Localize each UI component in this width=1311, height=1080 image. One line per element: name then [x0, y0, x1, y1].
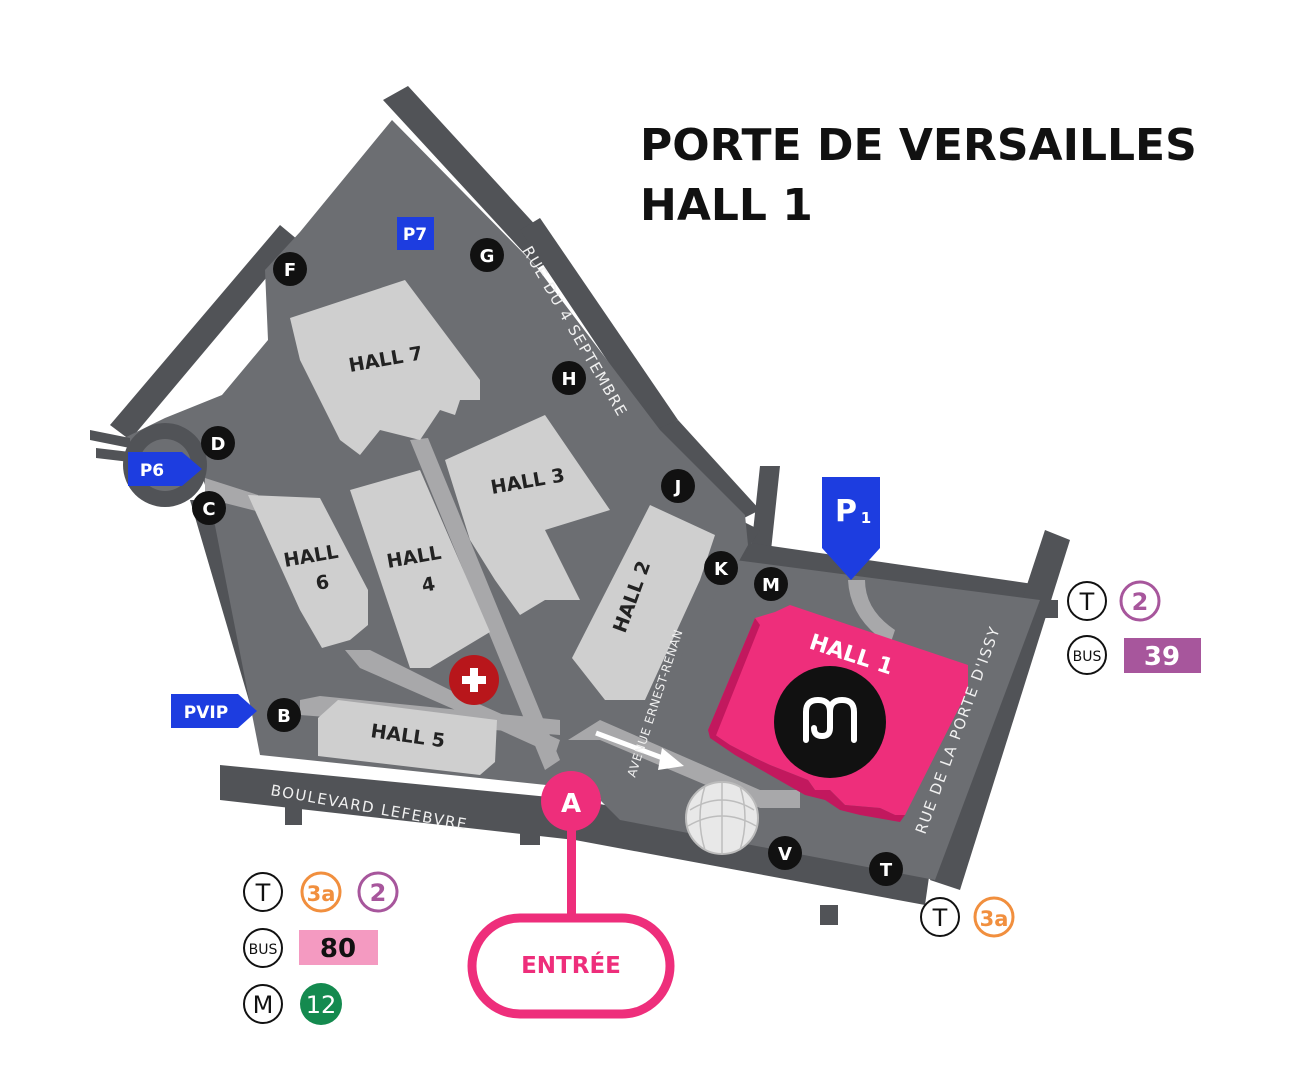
gate-v-label: V	[778, 844, 792, 865]
parking-p6-label: P6	[140, 461, 164, 481]
parking-p1[interactable]: P 1	[822, 477, 880, 580]
parking-pvip-label: PVIP	[184, 703, 228, 723]
m-logo-icon	[774, 666, 886, 778]
dome-icon	[685, 781, 759, 855]
parking-p6[interactable]: P6	[128, 452, 202, 486]
gate-k[interactable]: K	[704, 551, 738, 585]
page-title: PORTE DE VERSAILLES HALL 1	[640, 116, 1197, 236]
metro-line-12: 12	[306, 991, 337, 1019]
gate-m[interactable]: M	[754, 567, 788, 601]
gate-g[interactable]: G	[470, 238, 504, 272]
hall-3-building	[445, 415, 610, 615]
gate-a-label: A	[561, 789, 581, 819]
bus-icon: BUS	[1073, 649, 1102, 665]
entrance-marker[interactable]: A ENTRÉE	[467, 771, 675, 1019]
tram-line-2-2: 2	[370, 879, 387, 907]
parking-pvip[interactable]: PVIP	[171, 694, 257, 728]
gate-b-label: B	[277, 706, 291, 727]
title-line-2: HALL 1	[640, 180, 813, 231]
tram-line-3a: 3a	[980, 907, 1009, 931]
hall-6-label-line2: 6	[314, 571, 331, 595]
parking-p7[interactable]: P7	[397, 217, 434, 250]
transit-bottom-right: T 3a	[920, 896, 1015, 938]
gate-g-label: G	[480, 246, 495, 267]
transit-right: T 2 BUS 39	[1067, 580, 1201, 675]
tram-line-3a-2: 3a	[307, 882, 336, 906]
bus-line-39: 39	[1144, 642, 1180, 672]
gate-b[interactable]: B	[267, 698, 301, 732]
gate-t[interactable]: T	[869, 852, 903, 886]
hall-6-building	[248, 495, 368, 648]
gate-h[interactable]: H	[552, 361, 586, 395]
hall-4-building	[350, 470, 490, 668]
tram-icon-2: T	[932, 904, 948, 932]
gate-j[interactable]: J	[661, 469, 695, 503]
transit-bottom-left: T 3a 2 BUS 80 M 12	[243, 871, 399, 1025]
gate-t-label: T	[880, 860, 893, 881]
gate-j-label: J	[673, 477, 682, 498]
gate-v[interactable]: V	[768, 836, 802, 870]
gate-f-label: F	[284, 260, 296, 281]
hall-7-building	[290, 280, 480, 455]
parking-p7-label: P7	[403, 225, 427, 245]
gate-c[interactable]: C	[192, 491, 226, 525]
gate-f[interactable]: F	[273, 252, 307, 286]
bus-line-80: 80	[320, 934, 356, 964]
gate-m-label: M	[762, 575, 780, 596]
metro-icon: M	[253, 991, 274, 1019]
hall-5-building	[318, 700, 497, 775]
tram-icon-3: T	[255, 879, 271, 907]
parking-p1-subscript: 1	[861, 509, 871, 527]
tram-line-2: 2	[1132, 588, 1149, 616]
gate-h-label: H	[561, 369, 576, 390]
direction-arrow-icon	[595, 730, 684, 770]
gate-d-label: D	[211, 434, 226, 455]
gate-k-label: K	[714, 559, 729, 580]
tram-icon: T	[1079, 588, 1095, 616]
first-aid-icon	[449, 655, 499, 705]
entrance-label: ENTRÉE	[521, 951, 621, 979]
bus-icon-2: BUS	[249, 942, 278, 958]
parking-p1-label: P	[835, 494, 857, 529]
hall-4-label-line2: 4	[420, 573, 437, 597]
title-line-1: PORTE DE VERSAILLES	[640, 120, 1197, 171]
gate-c-label: C	[202, 499, 215, 520]
hall-2-building	[572, 505, 715, 700]
gate-d[interactable]: D	[201, 426, 235, 460]
gates: F G H D C J K M B V T	[192, 238, 903, 886]
